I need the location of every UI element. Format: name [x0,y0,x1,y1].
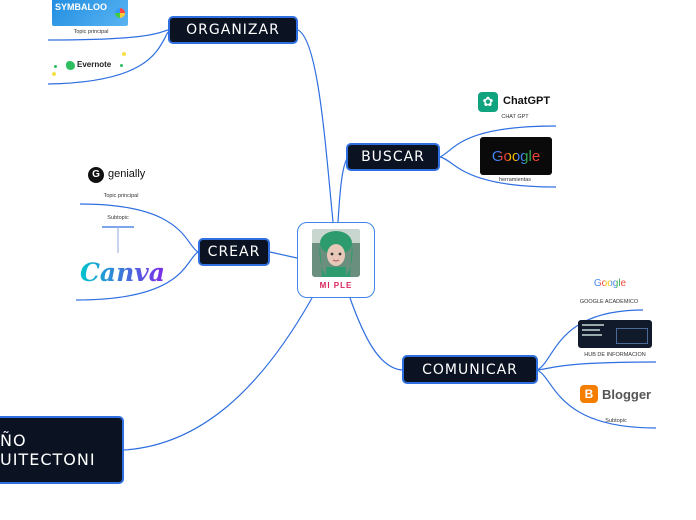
symbaloo-badge-icon [115,8,125,18]
blogger-logo-text: Blogger [602,387,652,402]
hub-image [578,320,652,348]
chatgpt-logo: ✿ ChatGPT [478,90,558,114]
subtopic-label: Subtopic [107,215,129,221]
link-chatgpt [439,125,557,158]
link-scholar [536,309,644,371]
hub-caption: HUB DE INFORMACION [584,352,646,358]
link-crear [269,251,298,259]
link-evernote [47,31,169,85]
evernote-logo-text: Evernote [77,60,112,69]
topic-buscar[interactable]: BUSCAR [346,143,440,171]
topic-diseno-line2: UITECTONI [0,450,96,469]
elephant-icon [66,61,75,70]
link-blogger [536,369,657,429]
topic-organizar[interactable]: ORGANIZAR [168,16,298,44]
link-hub [536,361,657,371]
chatgpt-caption: CHAT GPT [501,114,529,120]
blogger-logo: B Blogger [580,384,656,406]
canva-logo: Canva [78,258,165,292]
symbaloo-logo: SYMBALOO [52,0,128,26]
google-logo: Google [480,137,552,175]
central-node[interactable]: MI PLE [297,222,375,298]
canva-logo-text: Canva [80,258,165,287]
genially-logo-text: genially [108,168,146,180]
google-caption: herramientas [498,177,532,183]
symbaloo-caption: Topic principal [73,29,109,35]
google-scholar-logo: Google [588,273,632,291]
genially-icon: G [88,167,104,183]
scholar-caption: GOOGLE ACADEMICO [579,299,639,305]
evernote-logo: Evernote [52,52,132,78]
link-diseno [123,297,313,451]
google-logo-text: Google [491,147,541,165]
topic-crear[interactable]: CREAR [198,238,270,266]
openai-icon: ✿ [478,92,498,112]
avatar [312,229,360,277]
link-genially [79,203,199,253]
google-scholar-logo-text: Google [593,278,627,289]
blogger-caption: Subtopic [605,418,627,424]
topic-diseno[interactable]: ÑO UITECTONI [0,416,124,484]
genially-caption: Topic principal [103,193,139,199]
symbaloo-logo-text: SYMBALOO [55,2,108,12]
link-comunicar [349,297,403,371]
topic-diseno-line1: ÑO [0,431,27,450]
link-symbaloo [47,29,169,41]
link-google [439,156,557,188]
topic-comunicar[interactable]: COMUNICAR [402,355,538,384]
central-label: MI PLE [319,281,353,290]
link-canva [75,251,199,301]
chatgpt-logo-text: ChatGPT [503,95,551,107]
link-organizar [297,29,334,223]
blogger-icon: B [580,385,598,403]
genially-logo: G genially [88,166,158,186]
